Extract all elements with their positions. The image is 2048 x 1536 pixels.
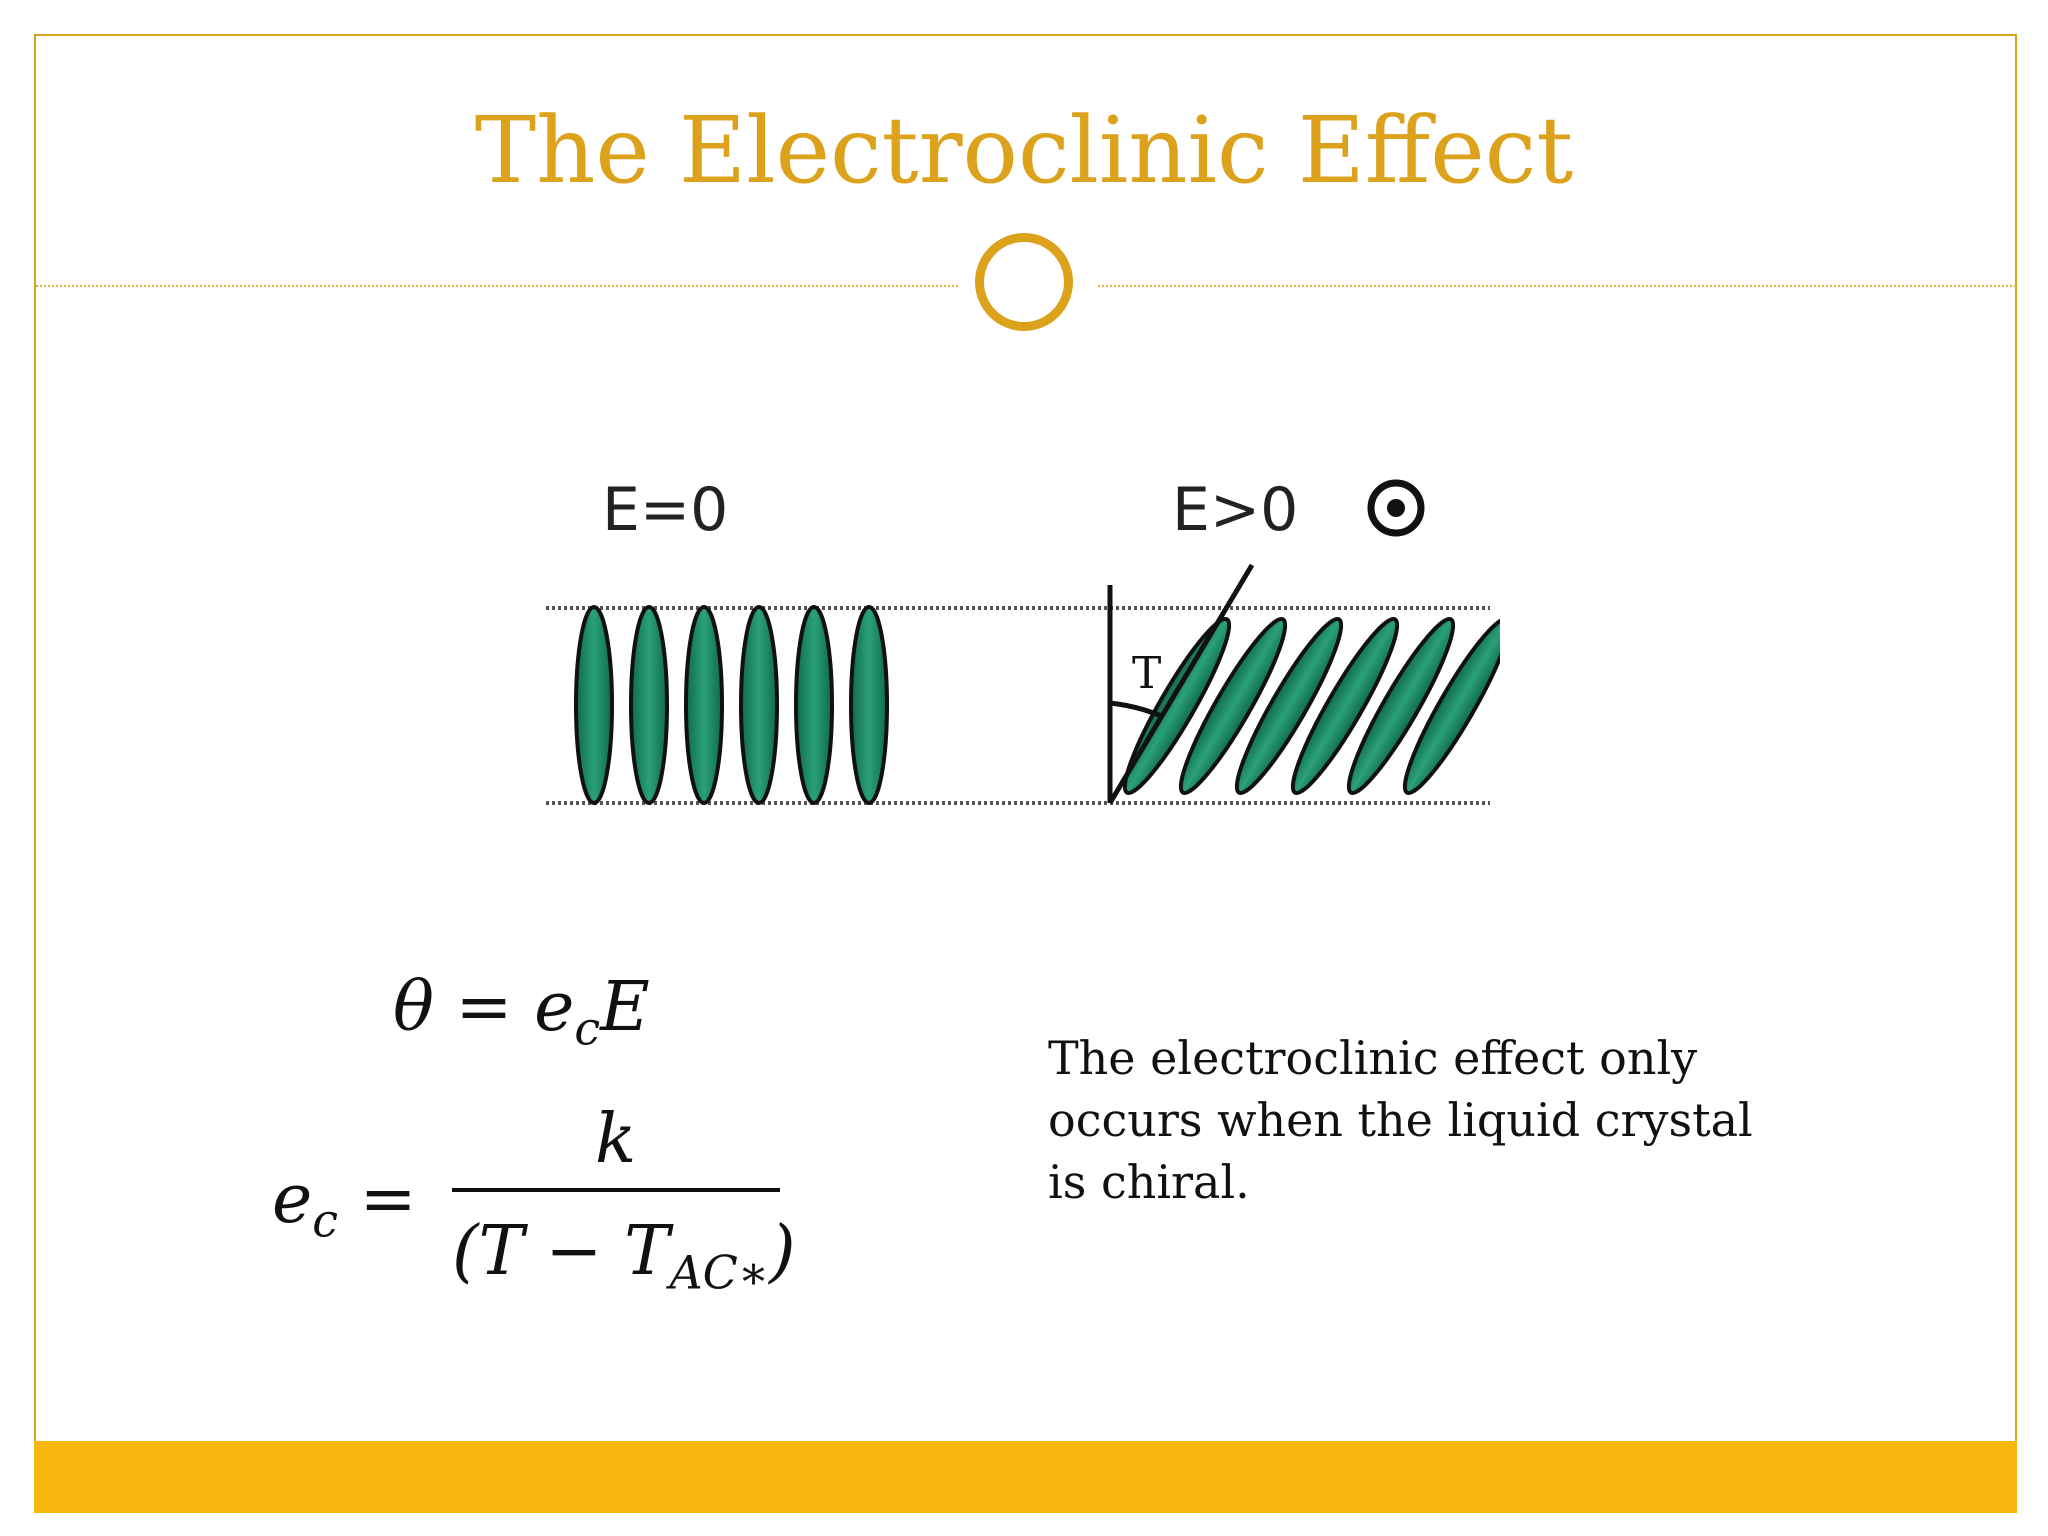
equation-ec-numerator: k xyxy=(595,1100,637,1179)
title-divider-right xyxy=(1098,285,2016,287)
eq2-equals: = xyxy=(338,1160,417,1239)
chirality-note: The electroclinic effect only occurs whe… xyxy=(1048,1031,1753,1209)
molecule xyxy=(849,605,889,805)
molecule xyxy=(1402,616,1500,796)
molecule xyxy=(1290,616,1400,796)
molecule xyxy=(794,605,834,805)
equation-ec-denominator: (T − TAC∗) xyxy=(452,1212,796,1300)
tilt-angle-label: T xyxy=(1132,648,1161,699)
eq1-lhs: θ = e xyxy=(393,968,575,1047)
label-e-zero: E=0 xyxy=(602,475,728,545)
tilt-angle-arc xyxy=(1109,700,1165,720)
eq2-den-pre: (T − T xyxy=(452,1212,670,1291)
eq2-lhs: e xyxy=(272,1160,313,1239)
director-line xyxy=(1107,563,1255,805)
label-e-positive: E>0 xyxy=(1172,475,1298,545)
equation-ec-lhs: ec = xyxy=(272,1160,417,1248)
title-divider-left xyxy=(36,285,958,287)
eq2-lhs-subscript: c xyxy=(312,1193,339,1248)
tilted-molecules xyxy=(1122,616,1500,796)
eq2-den-subscript: AC∗ xyxy=(669,1245,770,1300)
field-out-of-plane-icon xyxy=(1367,479,1425,537)
molecule xyxy=(739,605,779,805)
eq1-rhs: E xyxy=(600,968,650,1047)
molecule xyxy=(1178,616,1288,796)
molecule xyxy=(684,605,724,805)
ring-ornament-icon xyxy=(975,233,1073,331)
electroclinic-diagram: E=0 E>0 T xyxy=(546,475,1500,805)
eq2-den-post: ) xyxy=(769,1212,796,1291)
slide-title: The Electroclinic Effect xyxy=(474,97,1574,204)
equation-theta: θ = ecE xyxy=(393,968,650,1056)
molecule xyxy=(574,605,614,805)
molecule xyxy=(1122,616,1232,796)
eq1-subscript: c xyxy=(574,1001,601,1056)
bottom-accent-bar xyxy=(34,1441,2017,1513)
molecule xyxy=(629,605,669,805)
molecule xyxy=(1234,616,1344,796)
molecule xyxy=(1346,616,1456,796)
fraction-bar xyxy=(452,1188,780,1192)
untilted-molecules xyxy=(574,605,889,805)
